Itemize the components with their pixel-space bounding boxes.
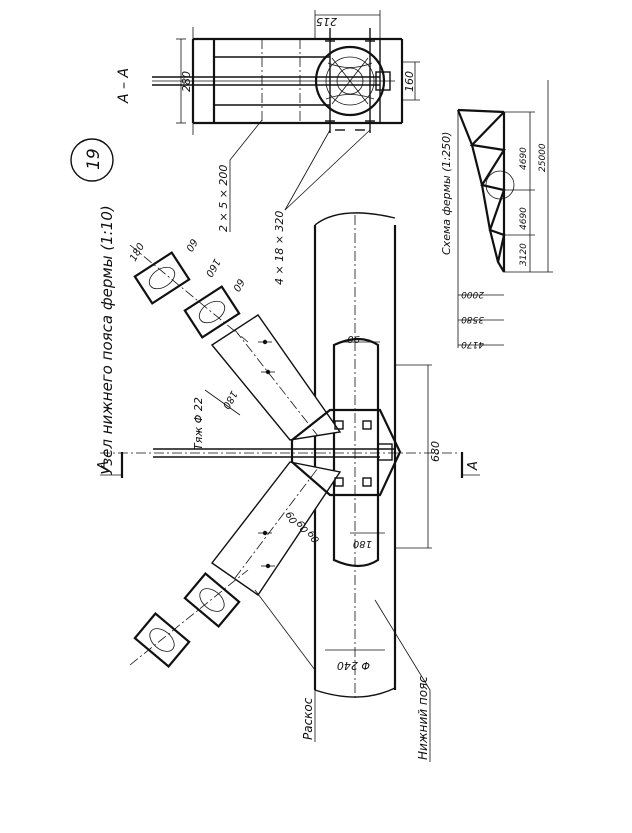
dim-180-a: 180 [128, 241, 147, 263]
dim-160-top: 160 [403, 71, 416, 92]
dim-60-a: 60 [183, 237, 199, 254]
rod-label: Тяж Φ 22 [192, 397, 205, 450]
diagonal-members [210, 314, 402, 596]
scheme-title: Схема фермы (1:250) [440, 132, 453, 255]
dim-60-e: 60 [304, 529, 320, 546]
dim-60-b: 60 [230, 277, 246, 294]
dim-180-c: 180 [353, 538, 372, 549]
scheme-dim-3120: 3120 [519, 243, 529, 266]
lower-section-pieces [129, 569, 249, 668]
bottom-chord-label: Нижний пояс [416, 676, 430, 760]
plates-label: 2 × 5 × 200 [217, 165, 230, 232]
section-cut-marks [100, 452, 480, 478]
dim-180-b: 180 [220, 389, 239, 411]
main-dimension-lines [204, 341, 432, 549]
dim-90: 90 [347, 333, 360, 344]
scheme-dim-2000: 2000 [461, 289, 484, 299]
drawing-number-badge: 19 [70, 138, 114, 182]
leader-lines [229, 119, 431, 762]
section-mark-right: А [466, 461, 481, 471]
dim-160-b: 160 [203, 257, 222, 279]
diagonal-label: Раскос [301, 697, 315, 740]
scheme-dim-3580: 3580 [461, 314, 484, 324]
dim-diameter-240: Φ 240 [337, 659, 370, 672]
scheme-dim-25000: 25000 [538, 143, 548, 172]
upper-section-pieces [129, 244, 249, 343]
drawing-number: 19 [84, 148, 104, 170]
truss-scheme [456, 80, 553, 348]
scheme-dim-4170: 4170 [461, 339, 484, 349]
bolts-label: 4 × 18 × 320 [273, 211, 286, 285]
section-mark-left: А [96, 461, 111, 471]
drawing-title: Узел нижнего пояса фермы (1:10) [98, 205, 116, 475]
dim-280: 280 [180, 71, 193, 92]
section-a-a-view [152, 10, 420, 135]
section-name: А – А [116, 68, 132, 104]
tie-rod [100, 448, 460, 458]
dim-215: 215 [316, 15, 337, 28]
dim-680: 680 [429, 441, 442, 462]
scheme-dim-4690-a: 4690 [519, 147, 529, 170]
scheme-dim-4690-b: 4690 [519, 207, 529, 230]
